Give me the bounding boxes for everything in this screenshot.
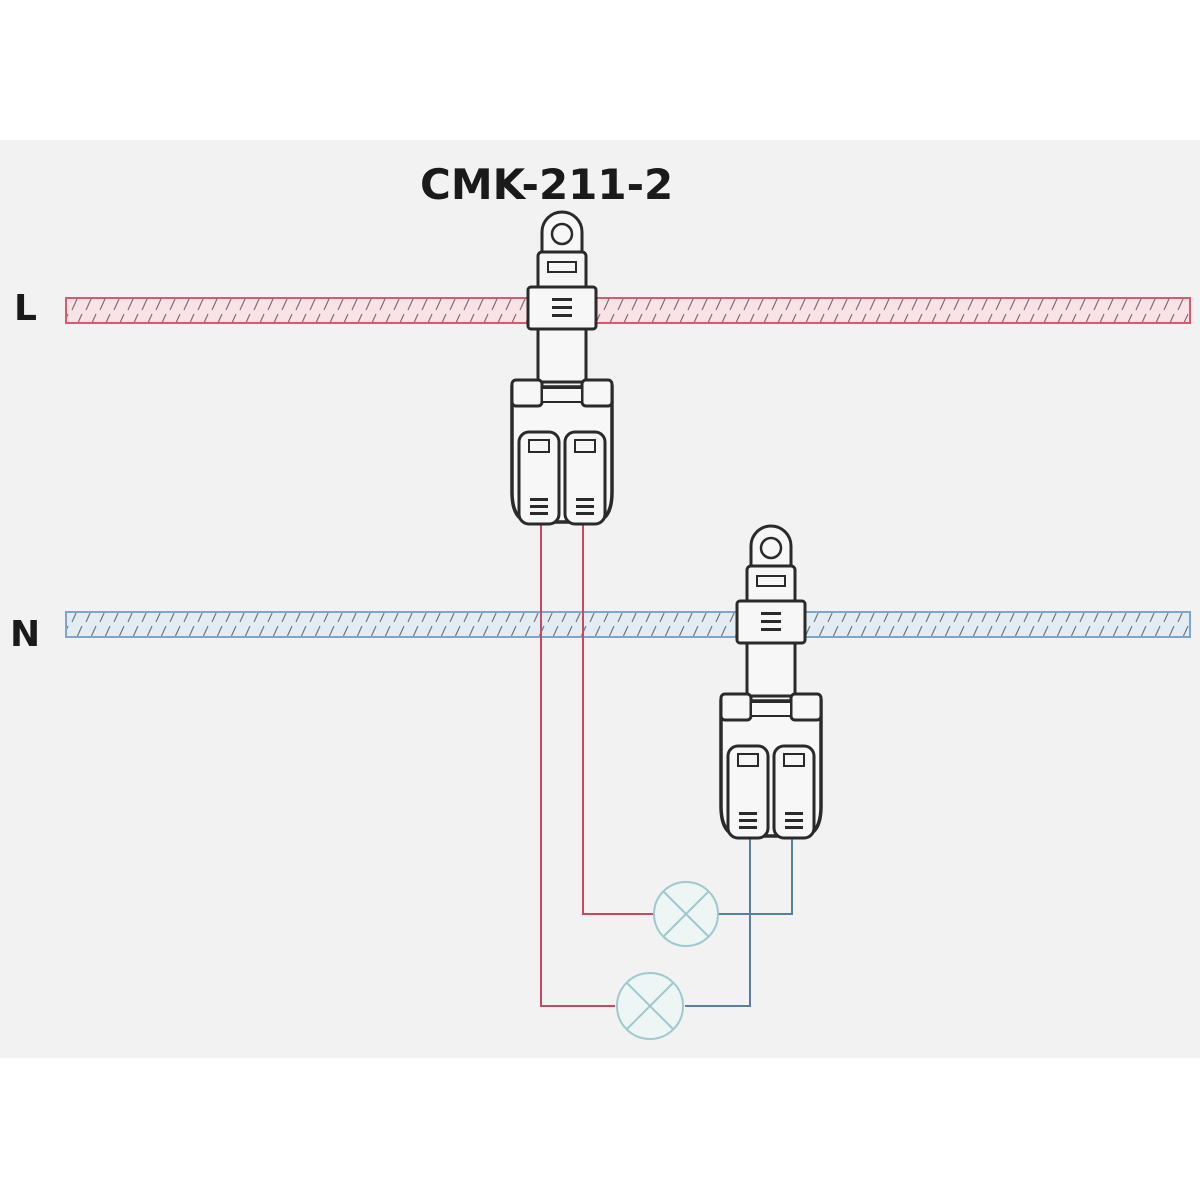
lamp-2-icon	[616, 972, 684, 1040]
neutral-wire-lamp-2	[685, 830, 751, 1007]
product-title: CMK-211-2	[420, 160, 674, 209]
neutral-conductor-bar	[65, 611, 1191, 638]
connector-live-icon	[510, 210, 614, 526]
live-wire-lamp-2	[540, 520, 615, 1007]
connector-neutral-icon	[719, 524, 823, 840]
lamp-1-icon	[653, 881, 719, 947]
neutral-line-label: N	[10, 614, 41, 655]
live-wire-lamp-1	[582, 520, 654, 915]
diagram-background	[0, 140, 1200, 1058]
live-line-label: L	[14, 288, 37, 329]
live-conductor-bar	[65, 297, 1191, 324]
neutral-wire-lamp-1	[718, 830, 793, 915]
